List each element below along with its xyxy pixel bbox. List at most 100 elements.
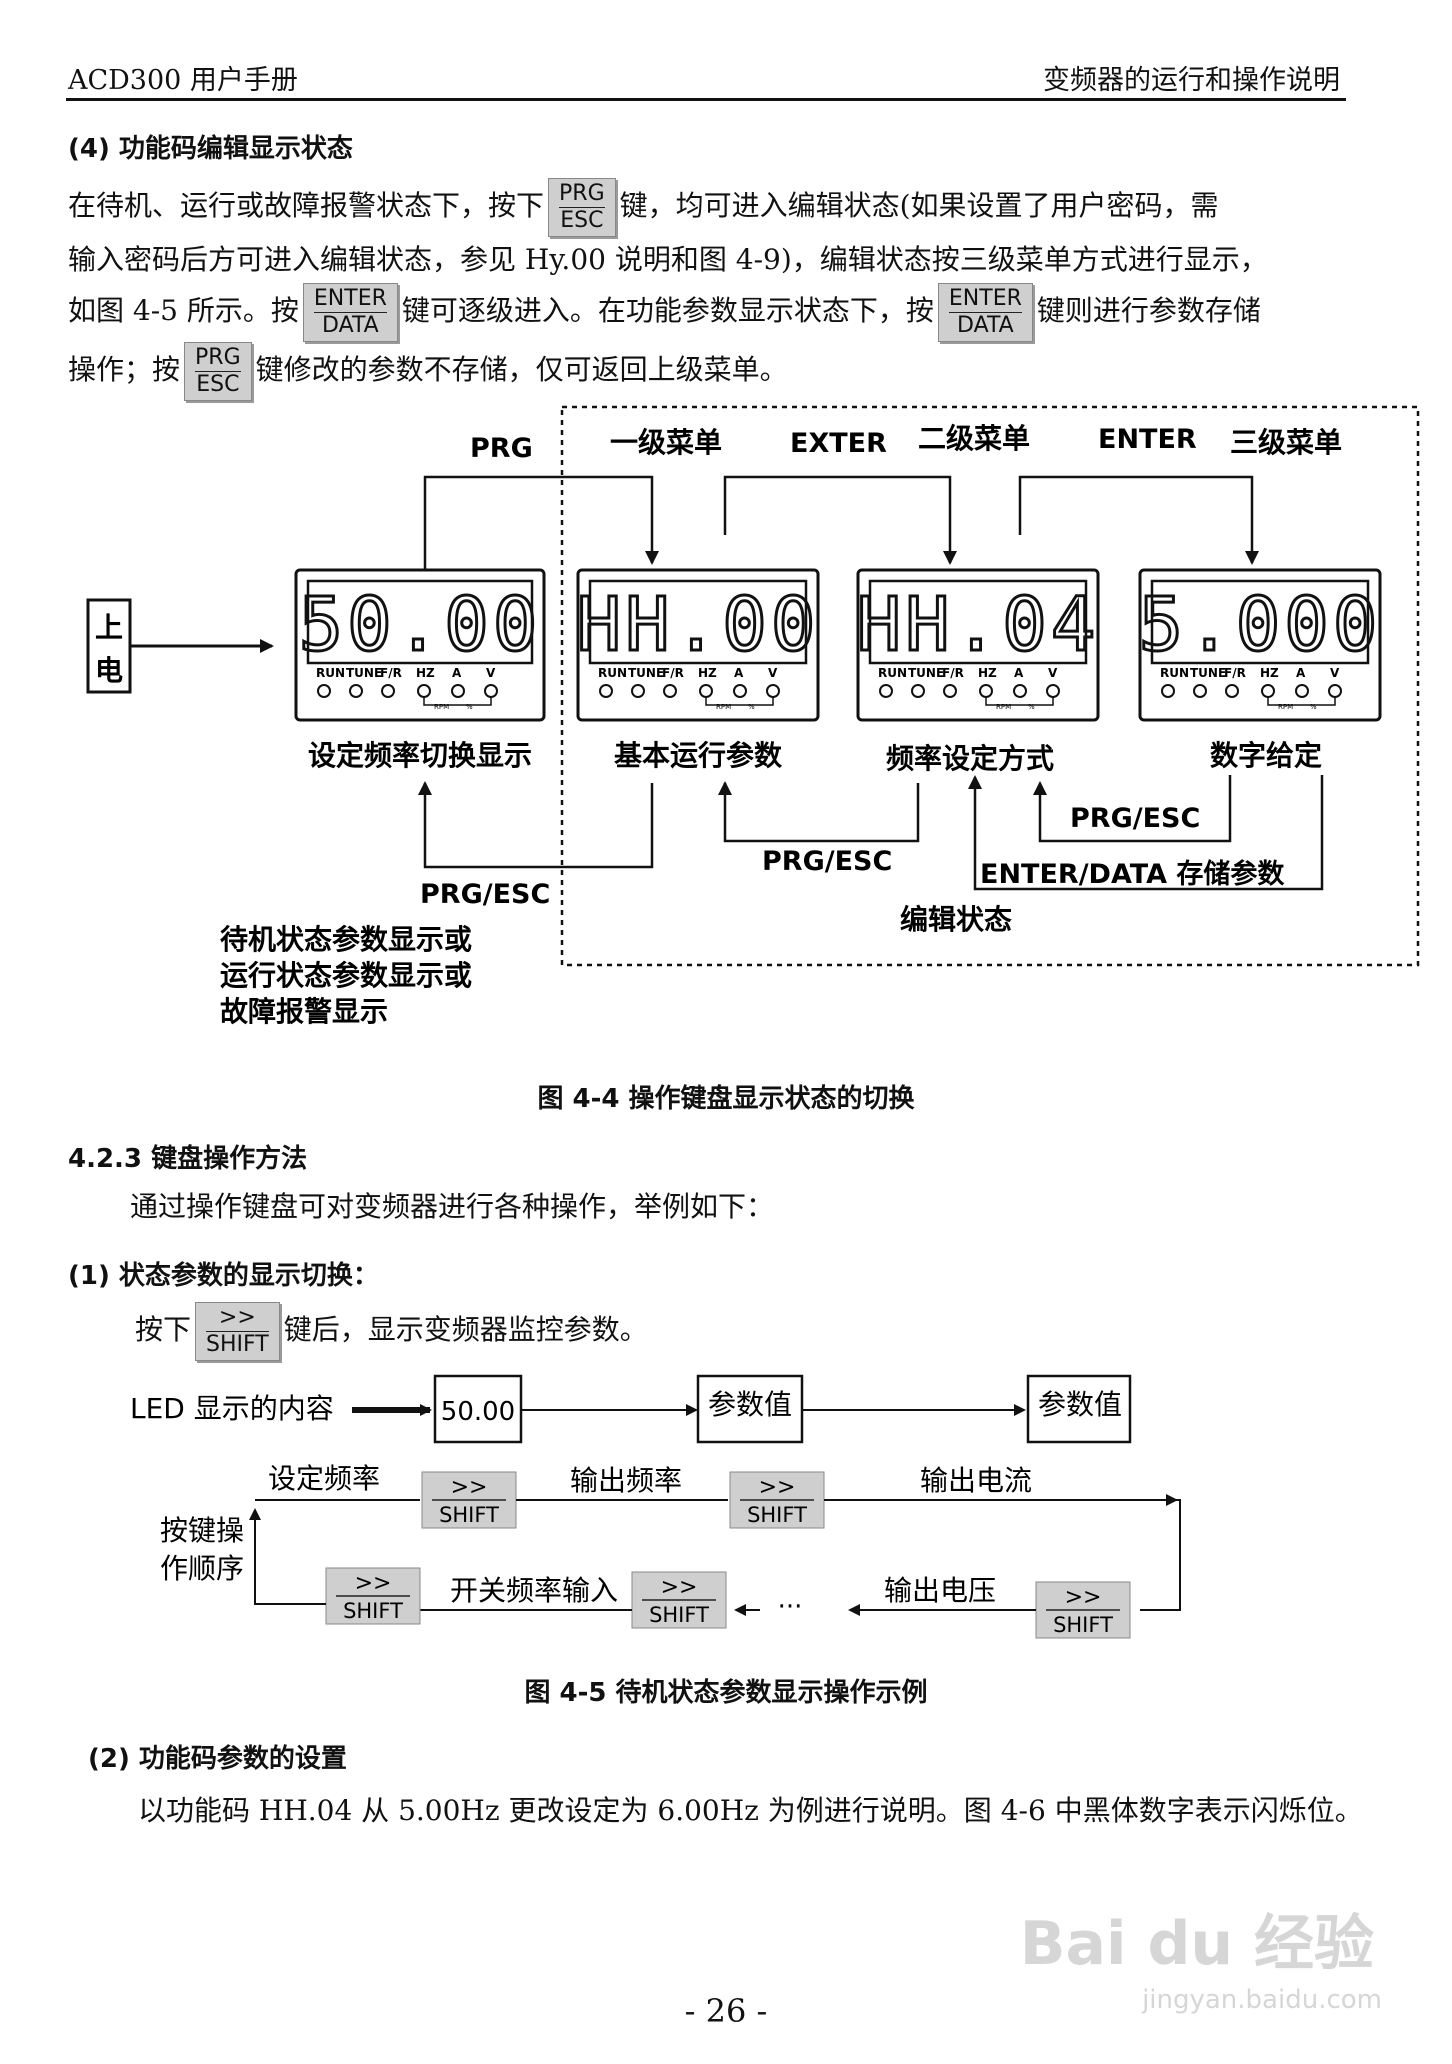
shift-key-icon: >> SHIFT — [729, 1471, 825, 1529]
svg-text:TUNE: TUNE — [908, 666, 944, 680]
svg-text:LED 显示的内容: LED 显示的内容 — [130, 1392, 334, 1425]
svg-text:···: ··· — [778, 1592, 803, 1622]
svg-text:A: A — [734, 666, 744, 680]
indicator-row: RUN TUNE F/R HZ A V RPM % — [316, 666, 498, 711]
svg-text:>>: >> — [355, 1571, 392, 1596]
svg-text:基本运行参数: 基本运行参数 — [614, 739, 783, 772]
svg-text:HZ: HZ — [1260, 666, 1279, 680]
svg-text:PRG/ESC: PRG/ESC — [762, 846, 892, 877]
display-panel-4: 5.000 — [1137, 568, 1382, 722]
svg-text:5.000: 5.000 — [1139, 582, 1382, 668]
svg-text:HZ: HZ — [698, 666, 717, 680]
svg-text:设定频率切换显示: 设定频率切换显示 — [308, 739, 532, 772]
svg-text:HZ: HZ — [416, 666, 435, 680]
display-panel-1: 50.00 — [294, 568, 546, 722]
section-423-intro: 通过操作键盘可对变频器进行各种操作，举例如下： — [130, 1190, 775, 1223]
para-line-2: 输入密码后方可进入编辑状态，参见 Hy.00 说明和图 4-9)，编辑状态按三级… — [68, 243, 1268, 276]
svg-text:V: V — [1330, 666, 1340, 680]
svg-text:RPM: RPM — [996, 703, 1011, 711]
header-rule — [66, 98, 1346, 101]
svg-text:RPM: RPM — [716, 703, 731, 711]
indicator-row: RUN TUNE F/R HZ A V RPM % — [878, 666, 1060, 711]
svg-text:50.00: 50.00 — [441, 1397, 515, 1427]
svg-text:A: A — [1296, 666, 1306, 680]
svg-text:PRG/ESC: PRG/ESC — [420, 879, 550, 910]
svg-text:输出电压: 输出电压 — [884, 1574, 996, 1607]
figure-4-4-caption: 图 4-4 操作键盘显示状态的切换 — [537, 1084, 915, 1114]
indicator-row: RUN TUNE F/R HZ A V RPM % — [1160, 666, 1342, 711]
svg-text:三级菜单: 三级菜单 — [1230, 426, 1342, 459]
svg-text:TUNE: TUNE — [346, 666, 382, 680]
subsection-2-text: 以功能码 HH.04 从 5.00Hz 更改设定为 6.00Hz 为例进行说明。… — [138, 1794, 1363, 1827]
svg-text:ENTER/DATA 存储参数: ENTER/DATA 存储参数 — [980, 858, 1285, 890]
svg-text:按键操: 按键操 — [160, 1514, 244, 1547]
svg-text:频率设定方式: 频率设定方式 — [886, 742, 1054, 775]
shift-key-icon: >> SHIFT — [325, 1567, 421, 1625]
svg-text:V: V — [768, 666, 778, 680]
svg-text:V: V — [1048, 666, 1058, 680]
page-number: - 26 - — [684, 1992, 768, 2030]
svg-text:RUN: RUN — [598, 666, 627, 680]
svg-text:F/R: F/R — [942, 666, 964, 680]
subsection-2-title: (2) 功能码参数的设置 — [88, 1744, 347, 1774]
svg-text:>>: >> — [1065, 1585, 1102, 1610]
subsection-1-title: (1) 状态参数的显示切换： — [68, 1261, 379, 1291]
svg-text:HZ: HZ — [978, 666, 997, 680]
svg-text:%: % — [466, 703, 473, 711]
svg-text:TUNE: TUNE — [1190, 666, 1226, 680]
svg-text:RPM: RPM — [1278, 703, 1293, 711]
svg-text:RUN: RUN — [1160, 666, 1189, 680]
svg-text:%: % — [1310, 703, 1317, 711]
svg-text:>>: >> — [451, 1475, 488, 1500]
svg-text:A: A — [452, 666, 462, 680]
svg-text:RUN: RUN — [316, 666, 345, 680]
svg-text:F/R: F/R — [662, 666, 684, 680]
header-left: ACD300 用户手册 — [68, 65, 298, 96]
shift-key-icon: >> SHIFT — [631, 1571, 727, 1629]
svg-text:>>: >> — [661, 1575, 698, 1600]
indicator-row: RUN TUNE F/R HZ A V RPM % — [598, 666, 780, 711]
svg-text:输出频率: 输出频率 — [570, 1464, 682, 1497]
svg-text:EXTER: EXTER — [790, 428, 887, 459]
svg-text:F/R: F/R — [1224, 666, 1246, 680]
svg-text:TUNE: TUNE — [628, 666, 664, 680]
shift-key: >>SHIFT — [195, 1302, 280, 1361]
svg-text:50.00: 50.00 — [299, 582, 542, 668]
figure-4-4-diagram: 上 电 PRG 一级菜单 EXTER 二级菜单 ENTER 三级菜单 50.00… — [86, 405, 1420, 1028]
svg-text:编辑状态: 编辑状态 — [900, 903, 1012, 936]
svg-text:开关频率输入: 开关频率输入 — [450, 1574, 618, 1607]
svg-text:数字给定: 数字给定 — [1210, 739, 1322, 772]
header-right: 变频器的运行和操作说明 — [1043, 65, 1340, 96]
svg-text:ENTER: ENTER — [1098, 424, 1197, 455]
svg-text:参数值: 参数值 — [1038, 1388, 1122, 1421]
display-panel-2: HH.00 — [575, 568, 820, 722]
svg-text:电: 电 — [95, 654, 123, 687]
svg-text:%: % — [748, 703, 755, 711]
svg-text:上: 上 — [95, 611, 123, 644]
shift-key-icon: >> SHIFT — [421, 1471, 517, 1529]
svg-text:A: A — [1014, 666, 1024, 680]
baidu-watermark-url: jingyan.baidu.com — [1142, 1985, 1382, 2015]
svg-text:作顺序: 作顺序 — [160, 1552, 244, 1585]
svg-text:SHIFT: SHIFT — [1053, 1613, 1113, 1637]
section-423-title: 4.2.3 键盘操作方法 — [68, 1144, 308, 1174]
figure-4-5-caption: 图 4-5 待机状态参数显示操作示例 — [524, 1678, 928, 1708]
svg-text:SHIFT: SHIFT — [439, 1503, 499, 1527]
svg-text:设定频率: 设定频率 — [268, 1462, 380, 1495]
svg-text:F/R: F/R — [380, 666, 402, 680]
svg-text:二级菜单: 二级菜单 — [918, 422, 1030, 455]
section-4-title: (4) 功能码编辑显示状态 — [68, 134, 353, 164]
shift-key-icon: >> SHIFT — [1035, 1581, 1131, 1639]
svg-text:HH.00: HH.00 — [577, 582, 820, 668]
svg-text:SHIFT: SHIFT — [747, 1503, 807, 1527]
svg-text:RPM: RPM — [434, 703, 449, 711]
